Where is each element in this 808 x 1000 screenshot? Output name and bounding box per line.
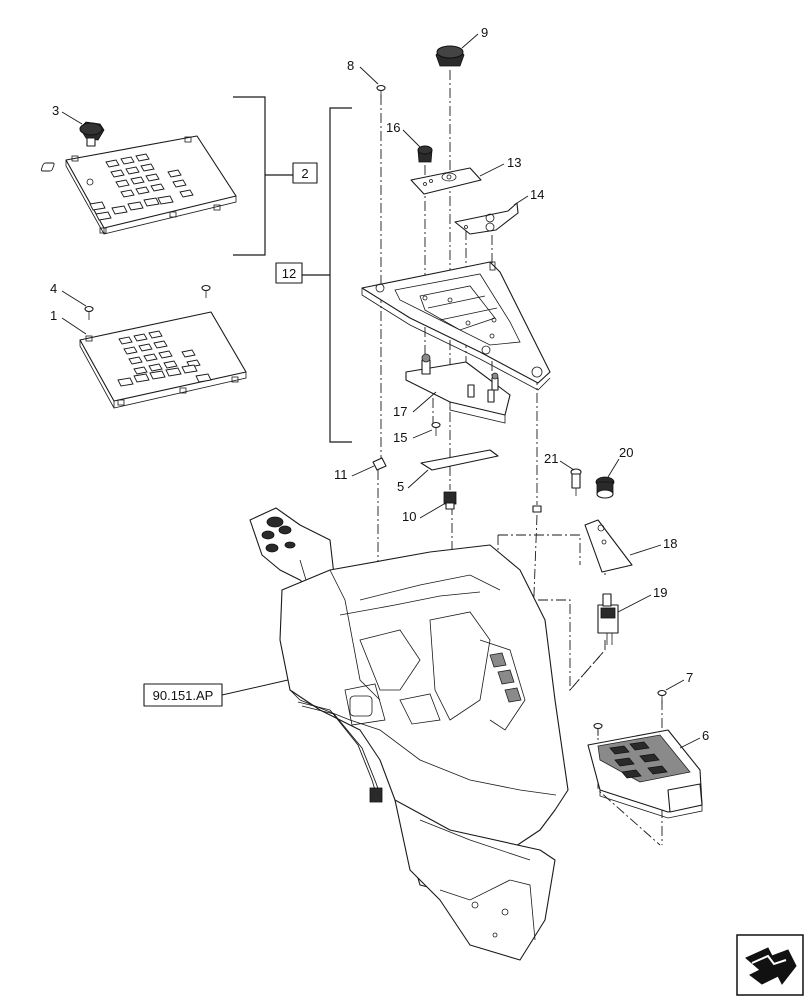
svg-text:18: 18 <box>663 536 677 551</box>
svg-text:8: 8 <box>347 58 354 73</box>
callout-6: 6 <box>679 728 709 749</box>
clip-small <box>532 505 542 513</box>
cover-5 <box>420 449 499 471</box>
callout-17: 17 <box>393 391 437 419</box>
callout-15: 15 <box>393 429 433 445</box>
svg-text:19: 19 <box>653 585 667 600</box>
svg-text:9: 9 <box>481 25 488 40</box>
screw-keypad-lower <box>201 284 211 298</box>
svg-text:20: 20 <box>619 445 633 460</box>
svg-text:16: 16 <box>386 120 400 135</box>
svg-text:7: 7 <box>686 670 693 685</box>
switch-10 <box>443 491 457 510</box>
keypad-1 <box>79 311 247 409</box>
svg-text:15: 15 <box>393 430 407 445</box>
callout-11: 11 <box>334 465 375 482</box>
group-box-12: 12 <box>275 262 303 284</box>
svg-text:4: 4 <box>50 281 57 296</box>
callout-7: 7 <box>665 670 693 691</box>
plate-18 <box>584 519 633 573</box>
svg-text:2: 2 <box>301 166 308 181</box>
callout-18: 18 <box>629 536 677 556</box>
next-page-arrow-icon[interactable] <box>736 934 804 996</box>
svg-text:1: 1 <box>50 308 57 323</box>
svg-text:6: 6 <box>702 728 709 743</box>
group-bracket-2 <box>233 96 293 256</box>
svg-text:3: 3 <box>52 103 59 118</box>
svg-text:13: 13 <box>507 155 521 170</box>
svg-text:14: 14 <box>530 187 544 202</box>
callout-20: 20 <box>607 445 633 478</box>
bracket-17 <box>405 353 511 424</box>
control-module-6 <box>587 729 703 819</box>
screw-4 <box>84 305 94 320</box>
group-box-2: 2 <box>292 162 318 184</box>
svg-text:21: 21 <box>544 451 558 466</box>
knob-20 <box>595 476 615 499</box>
reference-label: 90.151.AP <box>153 688 214 703</box>
callout-21: 21 <box>544 451 575 471</box>
callout-3: 3 <box>52 103 83 125</box>
callout-5: 5 <box>397 469 429 494</box>
callout-16: 16 <box>386 120 421 148</box>
callout-4: 4 <box>50 281 87 307</box>
callout-19: 19 <box>617 585 667 613</box>
group-bracket-12 <box>302 107 352 443</box>
svg-text:11: 11 <box>334 467 348 482</box>
svg-text:10: 10 <box>402 509 416 524</box>
keypad-assembly-upper <box>40 135 237 235</box>
knob-16 <box>417 145 433 163</box>
plate-14 <box>454 202 519 235</box>
callout-1: 1 <box>50 308 87 335</box>
console-top-plate <box>361 261 551 391</box>
callout-14: 14 <box>513 187 544 206</box>
svg-text:17: 17 <box>393 404 407 419</box>
reference-box[interactable]: 90.151.AP <box>143 679 289 707</box>
callout-10: 10 <box>402 503 445 524</box>
armrest-console-body <box>249 507 569 961</box>
screw-7 <box>657 689 667 704</box>
screw-15 <box>431 421 441 436</box>
clip-11 <box>372 457 387 471</box>
screw-8 <box>376 84 386 98</box>
callout-8: 8 <box>347 58 379 85</box>
svg-text:12: 12 <box>282 266 296 281</box>
screw-21 <box>570 468 582 496</box>
knob-3 <box>79 121 105 147</box>
plate-13 <box>410 167 482 195</box>
callout-13: 13 <box>479 155 521 177</box>
switch-19 <box>597 593 619 645</box>
svg-text:5: 5 <box>397 479 404 494</box>
screw-module-left <box>593 722 603 736</box>
knob-9 <box>435 45 465 67</box>
callout-9: 9 <box>461 25 488 49</box>
